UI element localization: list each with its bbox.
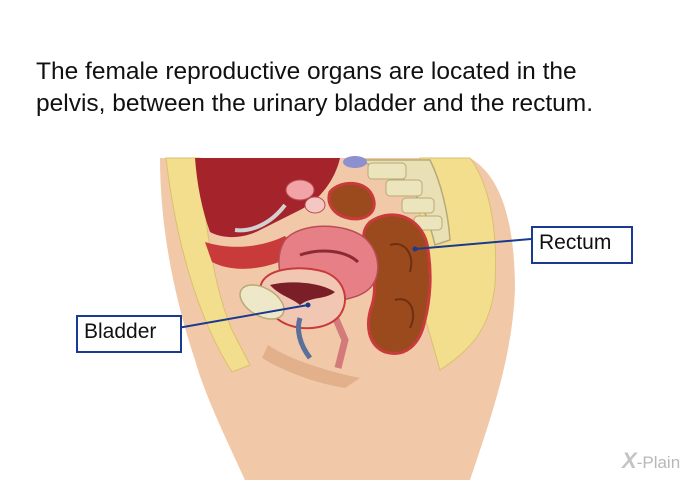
ovary-tube — [234, 179, 326, 233]
caption-line-2: pelvis, between the urinary bladder and … — [36, 90, 594, 117]
rectum-label-text: Rectum — [539, 231, 612, 254]
caption-heading: The female reproductive organs are locat… — [36, 56, 686, 120]
bladder-label: Bladder — [76, 315, 182, 353]
rectum-label: Rectum — [531, 226, 633, 264]
bladder-leader-line — [171, 304, 309, 330]
xplain-watermark-mark: X — [622, 448, 637, 473]
caption-line-1: The female reproductive organs are locat… — [36, 58, 577, 85]
bladder-leader-dot — [305, 302, 311, 308]
perineum — [262, 345, 360, 388]
muscle-band — [205, 236, 300, 269]
rectum-leader-line — [414, 238, 532, 250]
rectum-leader-dot — [412, 246, 418, 252]
abdominal-cavity — [195, 158, 340, 238]
bladder-label-text: Bladder — [84, 320, 157, 343]
xplain-watermark-text: -Plain — [636, 453, 681, 472]
sacrum-vertebrae — [343, 156, 451, 246]
xplain-watermark: X-Plain — [622, 448, 680, 474]
